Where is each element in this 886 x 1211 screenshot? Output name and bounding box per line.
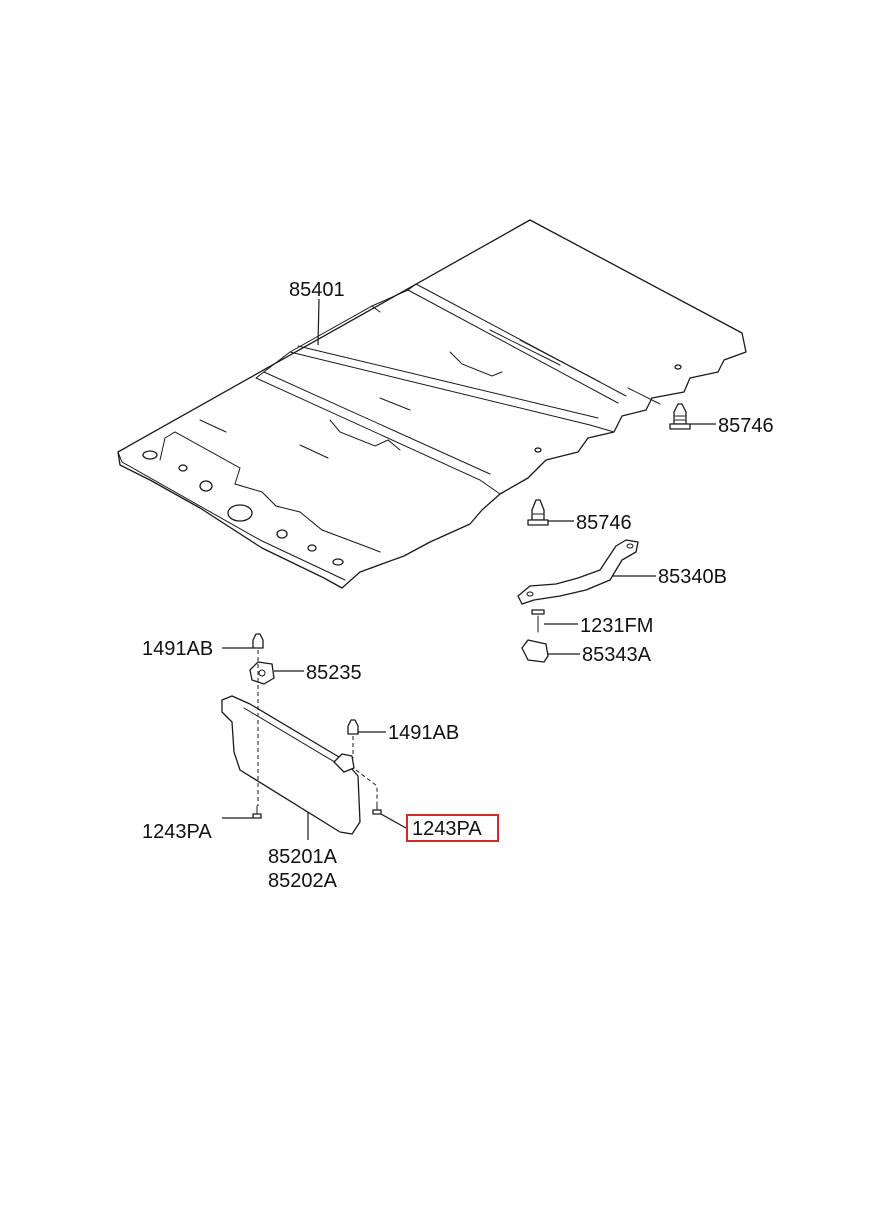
handle-cap[interactable] xyxy=(521,639,549,663)
label-clip-middle: 85746 xyxy=(576,512,632,534)
label-visor-screw-left: 1243PA xyxy=(142,821,212,843)
visor-clip-right[interactable] xyxy=(347,719,359,735)
visor-screw-right[interactable] xyxy=(372,801,382,815)
visor-holder[interactable] xyxy=(249,661,275,685)
grab-handle[interactable] xyxy=(517,539,639,605)
sun-visor[interactable] xyxy=(221,695,361,835)
headliner-panel[interactable] xyxy=(117,219,747,589)
highlight-box xyxy=(406,814,499,842)
label-clip-right: 85746 xyxy=(718,415,774,437)
label-headliner: 85401 xyxy=(289,279,345,301)
label-handle-cap: 85343A xyxy=(582,644,652,666)
label-visor-holder: 85235 xyxy=(306,662,362,684)
label-visor-screw-right[interactable]: 1243PA xyxy=(412,818,482,840)
label-visor-clip-right: 1491AB xyxy=(388,722,459,744)
label-visor-rh: 85202A xyxy=(268,870,338,892)
visor-screw-left[interactable] xyxy=(252,805,262,819)
clip-right[interactable] xyxy=(669,403,691,430)
visor-clip-left[interactable] xyxy=(252,633,264,649)
label-grab-handle: 85340B xyxy=(658,566,727,588)
handle-screw[interactable] xyxy=(531,609,545,633)
label-visor-clip-left: 1491AB xyxy=(142,638,213,660)
label-visor-lh: 85201A xyxy=(268,846,338,868)
label-handle-screw: 1231FM xyxy=(580,615,653,637)
clip-middle[interactable] xyxy=(527,499,549,526)
